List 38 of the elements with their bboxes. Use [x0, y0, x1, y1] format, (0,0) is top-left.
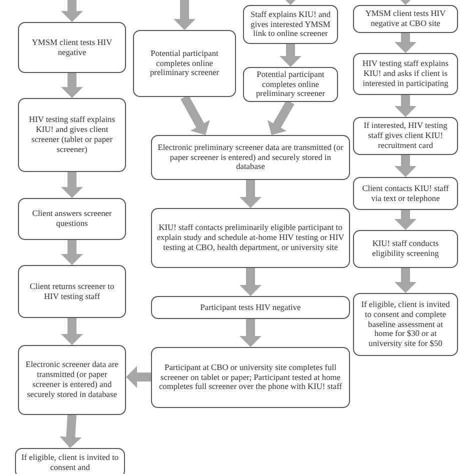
block-arrow — [394, 210, 416, 230]
process-box: HIV testing staff explains KIU! and gives client screener (tablet or paper screener) — [18, 98, 126, 172]
block-arrow — [180, 94, 210, 138]
process-box: Client returns screener to HIV testing staff — [18, 265, 126, 318]
block-arrow — [394, 155, 416, 177]
block-arrow — [280, 44, 302, 67]
block-arrow — [126, 366, 151, 388]
process-box: If interested, HIV testing staff gives client KIU! recruitment card — [353, 117, 458, 155]
process-box: If eligible, client is invited to consent and — [15, 448, 125, 474]
process-box: Electronic screener data are transmitted (or paper screener is entered) and securely stored in database — [18, 345, 126, 415]
block-arrow — [61, 318, 83, 345]
block-arrow — [267, 100, 294, 138]
process-box: KIU! staff contacts preliminarily eligible participant to explain study and schedule at-home HIV testing or HIV testing at CBO, health department, or university site — [151, 208, 350, 268]
process-box: Participant tests HIV negative — [151, 296, 350, 319]
process-box: Potential participant completes online preliminary screener — [243, 67, 338, 102]
process-box: Staff explains KIU! and gives interested YMSM link to online screener — [243, 5, 338, 44]
block-arrow — [61, 172, 83, 198]
process-box: Client answers screener questions — [18, 198, 126, 240]
process-box: If eligible, client is invited to consent and complete baseline assessment at home for $30 or at university site for $50 — [353, 293, 458, 356]
process-box: HIV testing staff explains KIU! and asks if client is interested in participating — [353, 53, 458, 95]
process-box: Client contacts KIU! staff via text or telephone — [353, 177, 458, 210]
process-box: Electronic preliminary screener data are transmitted (or paper screener is entered) and securely stored in database — [151, 135, 350, 180]
block-arrow — [240, 319, 262, 347]
block-arrow — [240, 180, 262, 208]
block-arrow — [61, 240, 83, 265]
process-box: KIU! staff conducts eligibility screening — [353, 230, 458, 268]
block-arrow — [394, 33, 416, 53]
process-box: Potential participant completes online preliminary screener — [133, 30, 236, 97]
block-arrow — [61, 0, 83, 22]
block-arrow — [240, 268, 262, 296]
process-box: Participant at CBO or university site completes full screener on tablet or paper; Participant tested at home completes full screener over the phone with KIU! staff — [151, 347, 350, 408]
process-box: YMSM client tests HIV negative at CBO site — [353, 5, 458, 33]
block-arrow — [60, 414, 82, 448]
block-arrow — [394, 95, 416, 117]
block-arrow — [174, 0, 196, 30]
process-box: YMSM client tests HIV negative — [18, 22, 126, 73]
block-arrow — [394, 268, 416, 293]
block-arrow — [61, 73, 83, 98]
